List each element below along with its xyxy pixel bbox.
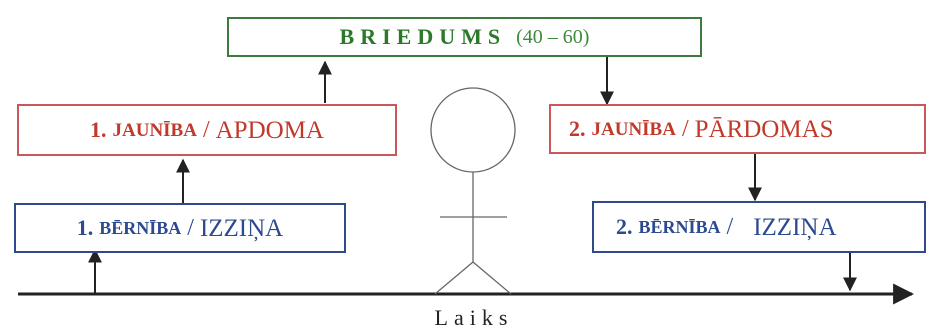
- youth-2-separator: /: [675, 116, 695, 142]
- youth-1-word: APDOMA: [215, 116, 324, 144]
- person-figure: [430, 87, 516, 295]
- childhood-1-separator: /: [181, 215, 200, 241]
- childhood-1-stage: BĒRNĪBA: [99, 218, 182, 238]
- youth-1-stage: JAUNĪBA: [112, 119, 197, 141]
- childhood-1-word: IZZIŅA: [199, 214, 284, 242]
- childhood-2-word: IZZIŅA: [753, 213, 837, 241]
- maturity-title: BRIEDUMS: [339, 24, 507, 49]
- youth-1-number: 1.: [90, 117, 107, 142]
- childhood-2-box: 2. BĒRNĪBA / IZZIŅA: [592, 201, 926, 253]
- youth-2-stage: JAUNĪBA: [591, 118, 676, 140]
- childhood-1-box: 1. BĒRNĪBA / IZZIŅA: [14, 203, 346, 253]
- maturity-box: BRIEDUMS (40 – 60): [227, 17, 702, 57]
- youth-2-box: 2. JAUNĪBA / PĀRDOMAS: [549, 104, 926, 154]
- youth-2-number: 2.: [569, 116, 586, 141]
- childhood-2-number: 2.: [616, 214, 633, 239]
- childhood-2-stage: BĒRNĪBA: [638, 217, 721, 237]
- maturity-age-range: (40 – 60): [516, 26, 590, 48]
- childhood-2-separator: /: [720, 214, 740, 240]
- youth-1-separator: /: [196, 117, 216, 143]
- youth-2-word: PĀRDOMAS: [694, 115, 834, 143]
- childhood-1-number: 1.: [76, 215, 94, 240]
- time-axis-label: Laiks: [434, 305, 514, 330]
- youth-1-box: 1. JAUNĪBA / APDOMA: [17, 104, 397, 156]
